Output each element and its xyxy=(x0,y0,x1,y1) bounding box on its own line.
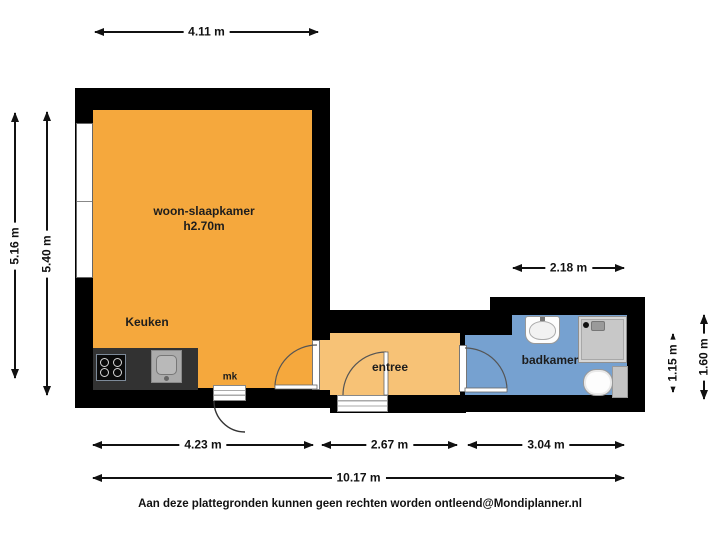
label-entree: entree xyxy=(371,360,409,374)
label-keuken: Keuken xyxy=(125,315,169,329)
window-icon xyxy=(76,123,93,278)
meter-closet-door xyxy=(213,385,246,401)
doorjamb-main-entree xyxy=(312,340,320,390)
label-badkamer: badkamer xyxy=(521,353,579,367)
room-badkamer-left xyxy=(465,335,512,395)
wall-bathroom-step xyxy=(490,297,514,335)
wall-bathroom-right xyxy=(627,297,645,412)
label-woon-slaapkamer: woon-slaapkamer xyxy=(153,204,255,218)
toilet-tank xyxy=(612,366,628,398)
wall-entry-bath-divider-lower xyxy=(455,390,466,413)
stove-icon xyxy=(96,354,126,381)
front-door-threshold xyxy=(337,395,388,412)
kitchen-counter-base xyxy=(93,384,198,390)
shower-icon xyxy=(578,316,627,363)
label-ceiling-height: h2.70m xyxy=(183,219,225,233)
toilet-icon xyxy=(583,369,613,396)
label-mk: mk xyxy=(222,371,238,383)
wall-entry-top xyxy=(330,310,493,335)
wall-bathroom-bottom xyxy=(455,395,645,412)
wall-entry-bath-divider-upper xyxy=(455,333,466,349)
room-meter-closet xyxy=(210,370,251,385)
room-woon-slaapkamer xyxy=(93,110,312,388)
kitchen-sink-icon xyxy=(151,350,182,383)
doorjamb-entree-badkamer xyxy=(459,345,467,392)
disclaimer-text: Aan deze plattegronden kunnen geen recht… xyxy=(138,498,582,510)
wall-bathroom-top xyxy=(490,297,645,315)
room-entree-doorway-patch xyxy=(320,340,330,390)
washbasin-icon xyxy=(525,316,560,344)
